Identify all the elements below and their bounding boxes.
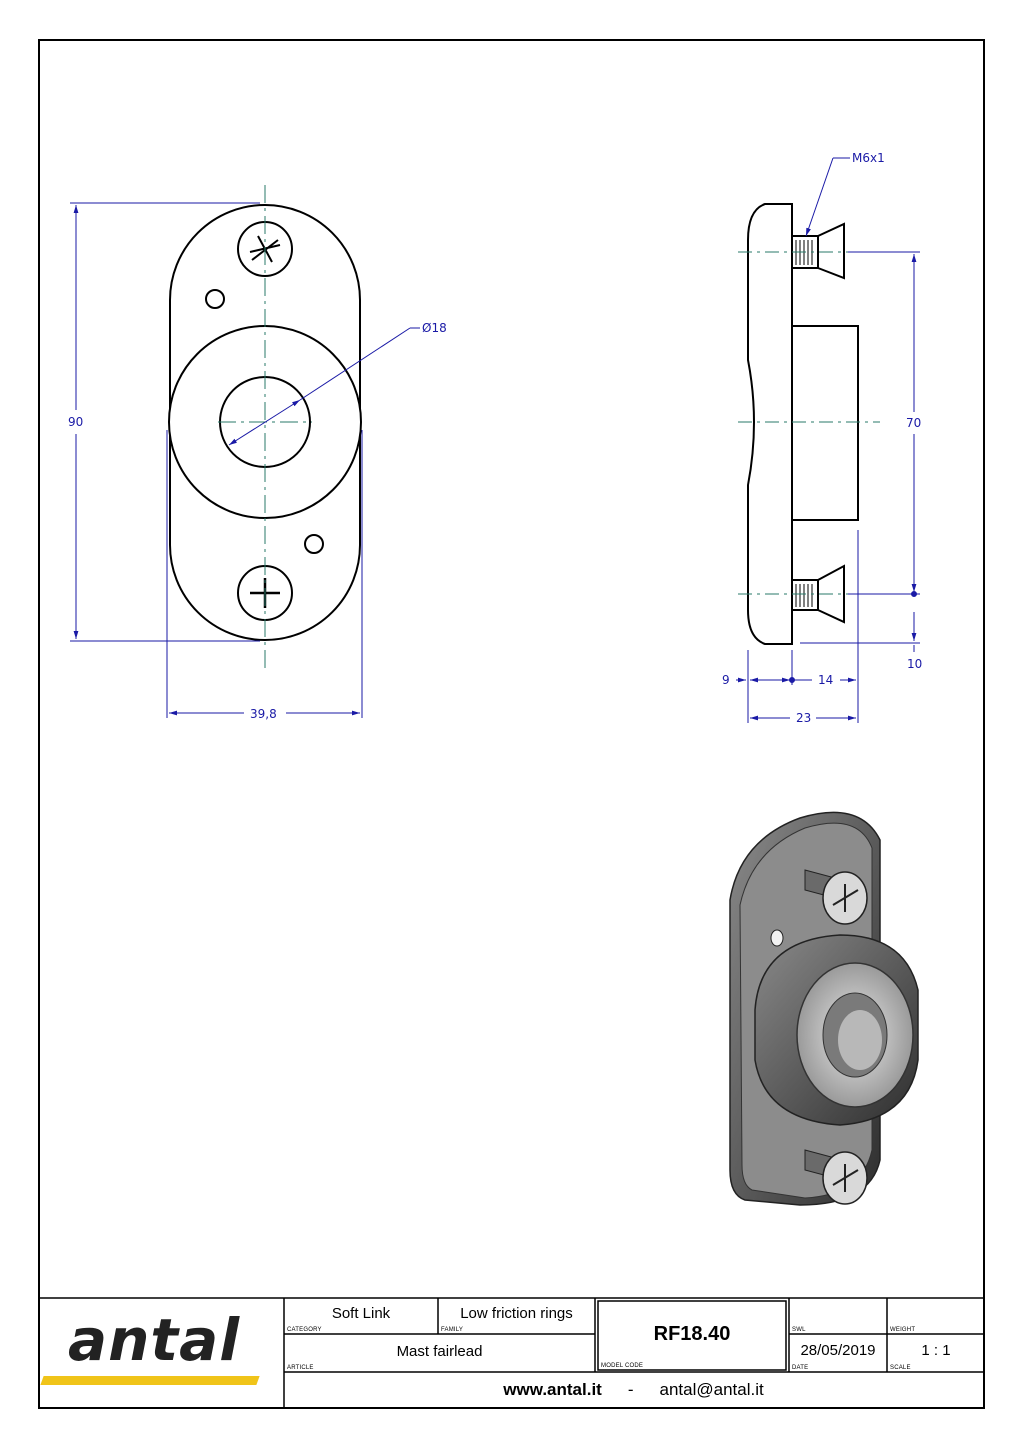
scale-cell: 1 : 1 SCALE	[887, 1334, 985, 1372]
side-screw-top	[792, 222, 845, 280]
weight-caption: WEIGHT	[890, 1327, 916, 1333]
swl-caption: SWL	[792, 1327, 806, 1333]
scale-caption: SCALE	[890, 1365, 911, 1371]
category-value: Soft Link	[331, 1305, 391, 1322]
model-code-caption: MODEL CODE	[601, 1363, 644, 1369]
dim-90-label: 90	[68, 415, 83, 429]
article-value: Mast fairlead	[396, 1343, 483, 1360]
article-cell: Mast fairlead ARTICLE	[284, 1334, 595, 1372]
dim-23-label: 23	[796, 711, 811, 725]
category-cell: Soft Link CATEGORY	[284, 1298, 438, 1334]
logo-text: antal	[68, 1306, 241, 1374]
iso-screw-top	[804, 869, 868, 925]
category-caption: CATEGORY	[287, 1327, 322, 1333]
dim-thread-label: M6x1	[852, 151, 885, 165]
logo-stripe	[40, 1376, 260, 1385]
website-link[interactable]: www.antal.it	[503, 1380, 602, 1399]
dim-bore	[228, 327, 420, 446]
dim-39-8	[166, 430, 363, 718]
dim-70	[848, 251, 920, 597]
model-code-value: RF18.40	[653, 1323, 731, 1345]
article-caption: ARTICLE	[287, 1365, 314, 1371]
dim-14-label: 14	[818, 673, 833, 687]
dim-90	[70, 202, 260, 642]
dim-9-label: 9	[722, 673, 730, 687]
side-plate	[747, 203, 793, 645]
dim-70-label: 70	[906, 416, 921, 430]
date-cell: 28/05/2019 DATE	[789, 1334, 887, 1372]
footer-separator: -	[627, 1380, 634, 1399]
pin-hole-bottom	[304, 534, 324, 554]
scale-value: 1 : 1	[921, 1342, 951, 1359]
email-link[interactable]: antal@antal.it	[659, 1380, 764, 1399]
date-value: 28/05/2019	[800, 1342, 876, 1359]
family-value: Low friction rings	[460, 1305, 573, 1322]
dim-bore-label: Ø18	[422, 321, 447, 335]
family-cell: Low friction rings FAMILY	[438, 1298, 595, 1334]
side-ring	[792, 325, 859, 521]
antal-logo: antal	[38, 1300, 283, 1385]
side-view	[747, 203, 859, 645]
dim-10-label: 10	[907, 657, 922, 671]
iso-pin-hole	[770, 929, 784, 947]
model-code-cell: RF18.40 MODEL CODE	[598, 1301, 786, 1370]
dim-39-8-label: 39,8	[250, 707, 277, 721]
weight-cell: WEIGHT	[887, 1298, 985, 1334]
contact-footer: www.antal.it - antal@antal.it	[284, 1373, 983, 1407]
swl-cell: SWL	[789, 1298, 887, 1334]
dim-10	[800, 612, 920, 652]
side-screw-bottom	[792, 564, 845, 624]
date-caption: DATE	[792, 1365, 809, 1371]
dim-thread	[805, 157, 850, 237]
family-caption: FAMILY	[441, 1327, 464, 1333]
drawing-frame	[38, 39, 985, 1409]
isometric-view	[729, 811, 919, 1206]
iso-screw-bottom	[804, 1149, 868, 1205]
plate-outline	[169, 204, 361, 641]
pin-hole-top	[205, 289, 225, 309]
dim-9-14	[736, 530, 859, 723]
technical-drawing: 90 39,8 Ø18 M6x1	[68, 151, 922, 1206]
